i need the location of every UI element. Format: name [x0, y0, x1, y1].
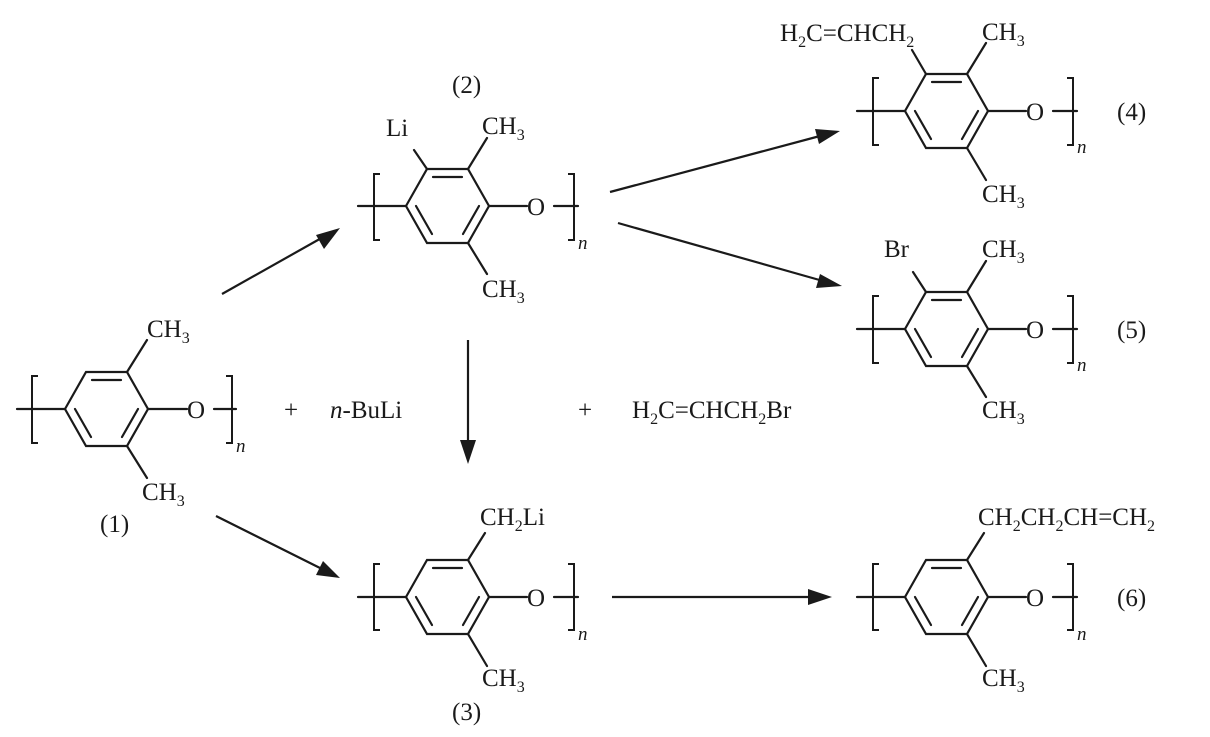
repeat-n-5: n — [1077, 355, 1087, 376]
methyl-bottom-1: CH3 — [142, 479, 185, 510]
lithium-2: Li — [386, 115, 408, 142]
reagents: + n-BuLi + H2C=CHCH2Br — [284, 397, 792, 428]
oxygen-1: O — [187, 397, 205, 424]
label-5: (5) — [1117, 317, 1146, 344]
ring-6 — [903, 558, 990, 636]
oxygen-6: O — [1026, 585, 1044, 612]
methyl-top-4: CH3 — [982, 19, 1025, 50]
arrow-2-to-4 — [609, 129, 840, 194]
arrow-1-to-3 — [215, 515, 340, 578]
bracket-left-1 — [31, 375, 38, 444]
ring-4 — [903, 72, 990, 150]
bracket-right-4 — [1067, 77, 1074, 146]
methyl-bottom-3: CH3 — [482, 665, 525, 696]
allyl-bromide: H2C=CHCH2Br — [632, 397, 792, 428]
compound-6: CH2CH2CH=CH2 CH3 O n (6) — [855, 504, 1155, 696]
label-1: (1) — [100, 511, 129, 538]
methyl-bottom-2: CH3 — [482, 276, 525, 307]
compound-4: H2C=CHCH2 CH3 CH3 O n (4) — [780, 19, 1146, 212]
methyl-top-2: CH3 — [482, 113, 525, 144]
plus-sign-1: + — [284, 397, 298, 424]
bonds-4 — [855, 41, 1079, 182]
bracket-left-2 — [373, 173, 380, 241]
arrow-3-to-6 — [612, 589, 832, 605]
bracket-left-3 — [373, 563, 380, 631]
compound-3: CH2Li CH3 O n (3) — [356, 504, 588, 726]
repeat-n-6: n — [1077, 624, 1087, 645]
bonds-6 — [855, 531, 1079, 668]
methyl-bottom-4: CH3 — [982, 181, 1025, 212]
arrow-2-to-3 — [460, 340, 476, 464]
compound-1: CH3 CH3 O n (1) — [15, 316, 246, 538]
bracket-left-4 — [872, 77, 879, 146]
bracket-right-1 — [226, 375, 233, 444]
label-6: (6) — [1117, 585, 1146, 612]
ring-1 — [63, 370, 150, 448]
bracket-right-5 — [1067, 295, 1074, 364]
bromine-5: Br — [884, 236, 910, 263]
bonds-3 — [356, 531, 580, 668]
methyl-top-5: CH3 — [982, 236, 1025, 267]
plus-sign-2: + — [578, 397, 592, 424]
bonds-1 — [15, 338, 238, 480]
label-2: (2) — [452, 72, 481, 99]
arrow-2-to-5 — [617, 221, 842, 288]
n-butyllithium: n-BuLi — [330, 397, 402, 424]
butenyl-group-6: CH2CH2CH=CH2 — [978, 504, 1155, 535]
ring-5 — [903, 290, 990, 368]
compound-2: Li CH3 CH3 O n (2) — [356, 72, 588, 307]
oxygen-4: O — [1026, 99, 1044, 126]
bracket-left-5 — [872, 295, 879, 364]
oxygen-2: O — [527, 194, 545, 221]
ring-2 — [404, 167, 491, 245]
ring-3 — [404, 558, 491, 636]
methyllithium-group-3: CH2Li — [480, 504, 545, 535]
label-4: (4) — [1117, 99, 1146, 126]
oxygen-5: O — [1026, 317, 1044, 344]
repeat-n-3: n — [578, 624, 588, 645]
arrow-1-to-2 — [221, 228, 340, 295]
repeat-n-1: n — [236, 436, 246, 457]
allyl-group-4: H2C=CHCH2 — [780, 20, 914, 51]
repeat-n-2: n — [578, 233, 588, 254]
label-3: (3) — [452, 699, 481, 726]
reaction-arrows — [215, 129, 842, 605]
oxygen-3: O — [527, 585, 545, 612]
methyl-bottom-6: CH3 — [982, 665, 1025, 696]
methyl-bottom-5: CH3 — [982, 397, 1025, 428]
bonds-5 — [855, 259, 1079, 399]
methyl-top-1: CH3 — [147, 316, 190, 347]
bracket-left-6 — [872, 563, 879, 631]
bracket-right-2 — [568, 173, 575, 241]
bracket-right-6 — [1067, 563, 1074, 631]
compound-5: Br CH3 CH3 O n (5) — [855, 236, 1146, 428]
repeat-n-4: n — [1077, 137, 1087, 158]
bracket-right-3 — [568, 563, 575, 631]
bonds-2 — [356, 136, 580, 276]
